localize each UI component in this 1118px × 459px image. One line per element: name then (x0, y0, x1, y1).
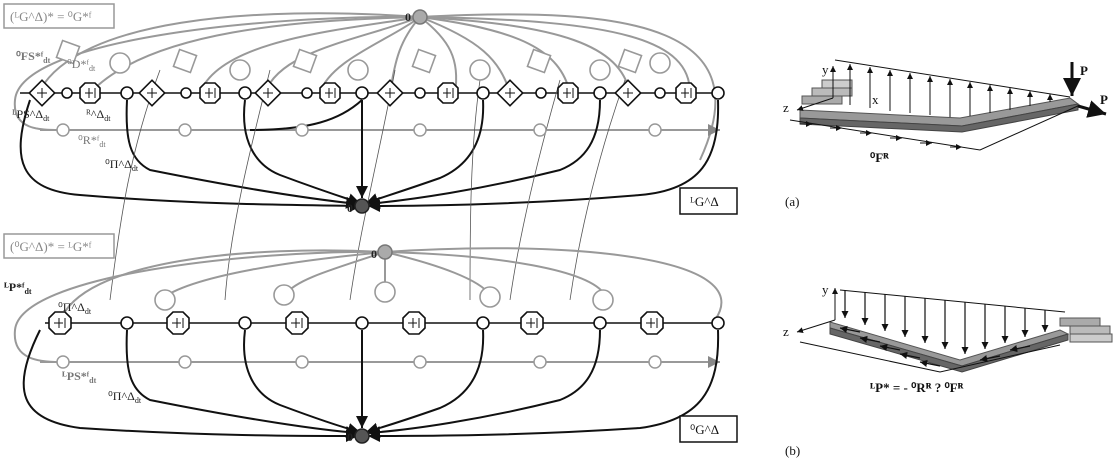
top-sink-node (354, 198, 370, 214)
top-black-arcs (19, 99, 720, 212)
figure-a-axis-z: z (783, 100, 789, 115)
bottom-result-box (679, 415, 738, 443)
top-result-label: ᴸG^Δ (690, 194, 719, 209)
bottom-ps-label: ᴸPS*ᶠdt (62, 369, 97, 385)
bottom-sink-node (354, 428, 370, 444)
top-pi-label: ⁰Π^Δdt (105, 157, 139, 173)
top-nodes (61, 86, 725, 100)
bottom-source-label: 0 (371, 247, 377, 261)
top-fs-label: ⁰FS*ᶠdt (16, 49, 51, 65)
figure-b-force-arrows (839, 290, 1049, 367)
bottom-grey-arcs (13, 247, 723, 363)
figure-a-caption: (a) (785, 194, 799, 209)
bottom-source-node (377, 244, 393, 260)
top-identity-box (3, 3, 115, 29)
figure-a-axis-x: x (872, 92, 879, 107)
bottom-identity-label: (⁰G^Δ)* = ᴸG*ᶠ (10, 239, 92, 254)
figure-a-p-horizontal: P (1100, 92, 1108, 107)
top-graph: (ᴸG^Δ)* = ⁰G*ᶠ (3, 3, 738, 301)
bottom-identity-box (3, 233, 115, 259)
top-thin-links (109, 69, 626, 301)
top-arrow-squares (55, 39, 643, 74)
bottom-nodes (120, 316, 725, 330)
top-ps-label: ᴸPS^Δdt (12, 107, 50, 123)
top-octagon-nodes (79, 82, 697, 104)
top-sink-label: 0 (347, 201, 353, 215)
figure-a-axis-y: y (822, 62, 829, 77)
top-identity-label: (ᴸG^Δ)* = ⁰G*ᶠ (10, 9, 92, 24)
bottom-black-arcs (22, 329, 720, 442)
top-d-label: ⁰D*ᶠdt (67, 57, 96, 73)
figure-a-force-label: ⁰Fᴿ (870, 150, 889, 165)
bottom-grey-nodes (56, 355, 662, 369)
bottom-result-label: ⁰G^Δ (690, 422, 719, 437)
top-r-delta-label: ᴿ^Δdt (86, 107, 111, 123)
top-diamond-nodes (28, 79, 642, 107)
top-source-label: 0 (405, 10, 411, 24)
bottom-octagon-nodes (48, 311, 664, 335)
top-grey-arcs (13, 12, 717, 161)
bottom-arrow-circles (154, 281, 614, 311)
top-result-box (679, 187, 738, 215)
figure-b-axis-z: z (783, 324, 789, 339)
figure-b-caption: (b) (785, 443, 800, 458)
bottom-pi-label: ⁰Π^Δdt (108, 389, 142, 405)
figure-b: y z ᴸP* = - ⁰Rᴿ ? ⁰Fᴿ (b) (783, 282, 1113, 458)
top-r-star-label: ⁰R*ᶠdt (78, 133, 106, 149)
bottom-pi-top-label: ⁰Π^Δdt (58, 300, 92, 316)
figure-b-equation: ᴸP* = - ⁰Rᴿ ? ⁰Fᴿ (870, 380, 964, 395)
figure-a: y z x P P ⁰Fᴿ (a) (783, 59, 1108, 209)
bottom-sink-label: 0 (347, 430, 353, 444)
figure-a-p-vertical: P (1080, 63, 1088, 78)
top-grey-nodes (56, 123, 662, 137)
top-source-node (412, 9, 428, 25)
bottom-p-label: ᴸP*ᶠdt (4, 280, 32, 296)
bottom-graph: (⁰G^Δ)* = ᴸG*ᶠ (3, 233, 738, 444)
top-arrow-circles (109, 52, 671, 81)
figure-a-force-arrows (800, 64, 1053, 150)
figure-b-axis-y: y (822, 282, 829, 297)
